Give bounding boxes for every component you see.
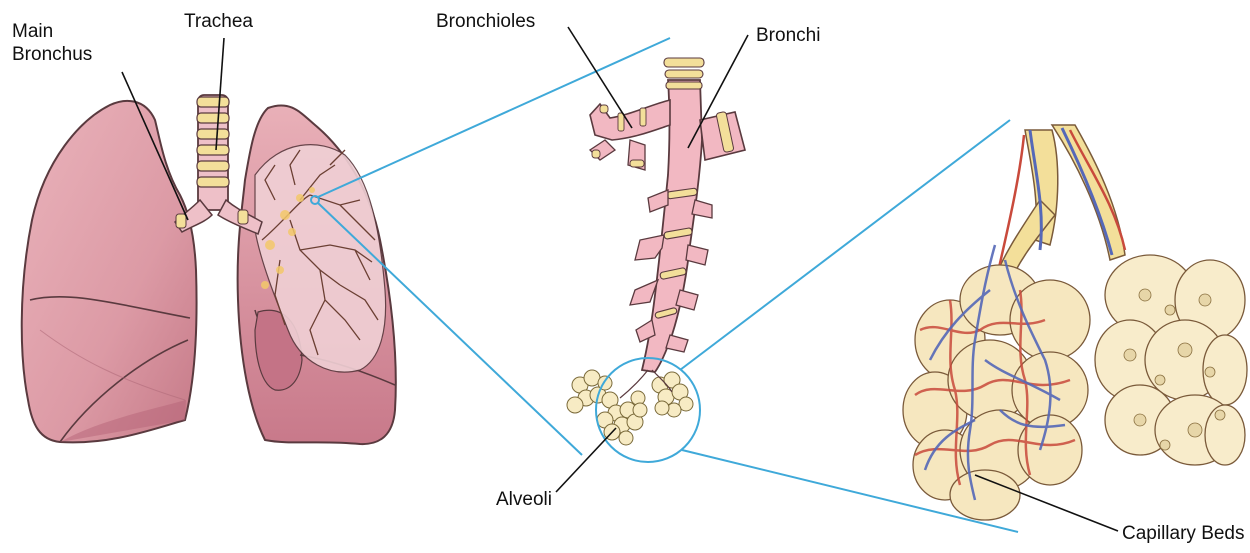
bronchi-illustration <box>567 58 745 462</box>
capillary-beds-label: Capillary Beds <box>1122 522 1245 545</box>
trachea-label: Trachea <box>184 10 253 33</box>
main-bronchus-label: Main Bronchus <box>12 20 92 66</box>
alveoli-cluster <box>567 370 693 445</box>
bronchi-label: Bronchi <box>756 24 820 47</box>
main-bronchus-line1: Main <box>12 21 53 42</box>
bronchioles-label: Bronchioles <box>436 10 535 33</box>
right-lung <box>22 101 197 443</box>
alveoli-label: Alveoli <box>496 488 552 511</box>
capillary-beds-illustration <box>903 125 1247 520</box>
lungs-illustration <box>22 95 396 444</box>
main-bronchus-line2: Bronchus <box>12 44 92 65</box>
